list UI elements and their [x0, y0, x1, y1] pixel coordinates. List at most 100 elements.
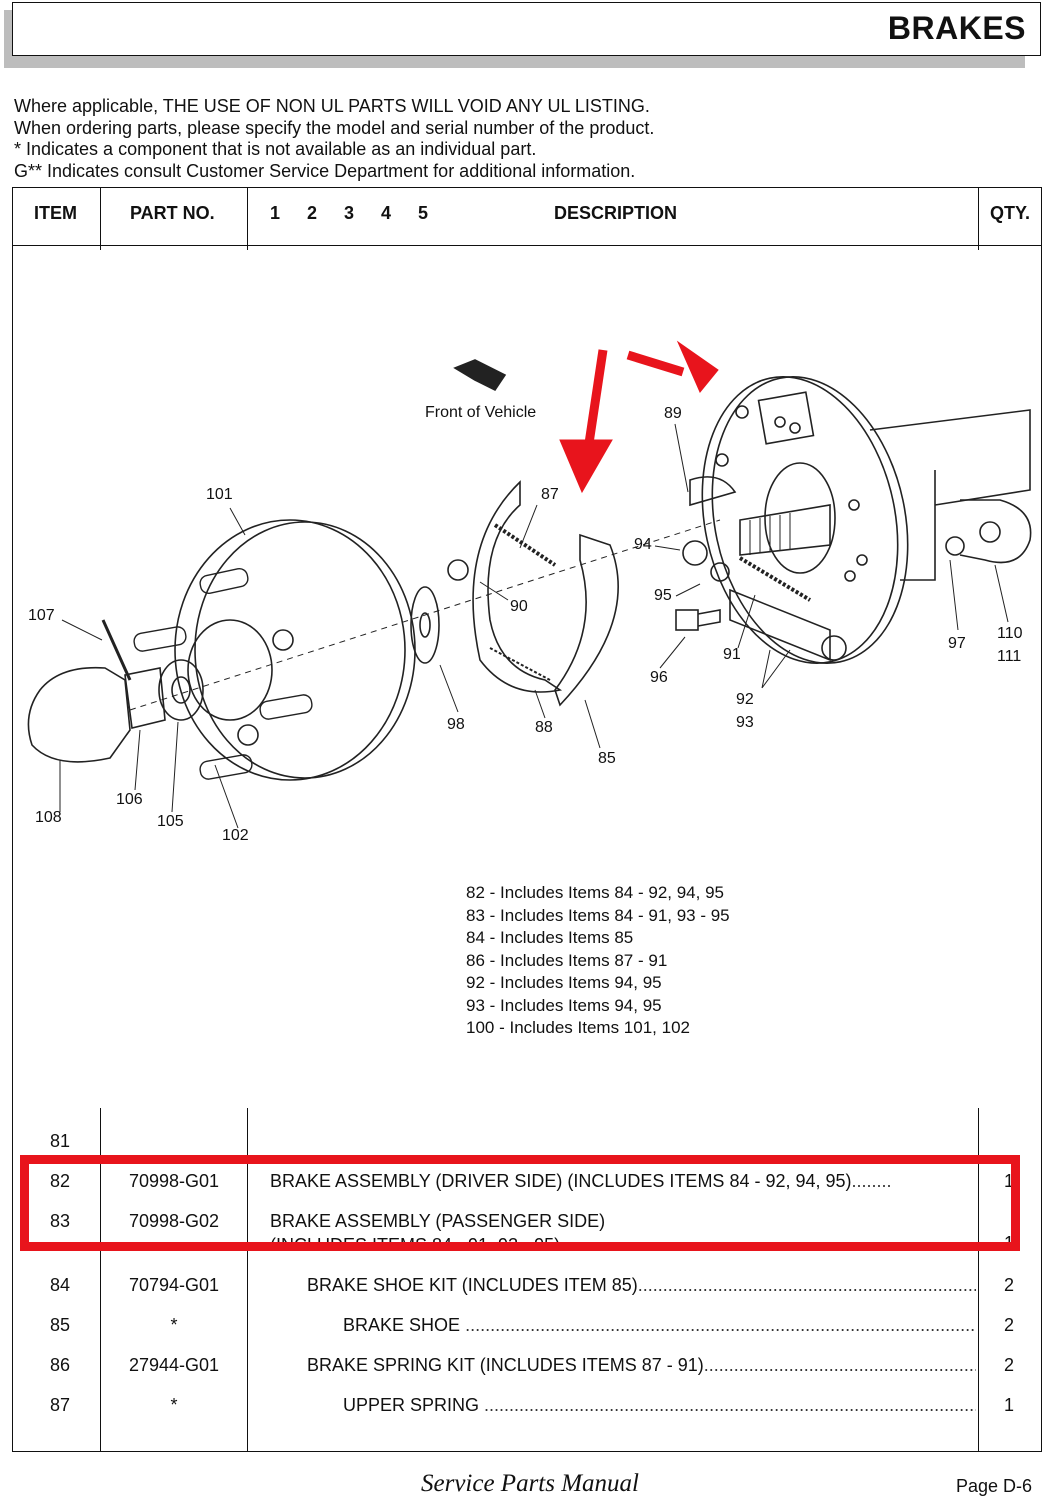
row-qty: 1	[1004, 1171, 1015, 1191]
callout-98: 98	[447, 716, 465, 733]
includes-82: 82 - Includes Items 84 - 92, 94, 95	[466, 883, 724, 902]
col-divider-item	[100, 187, 101, 252]
row-qty: 1	[1004, 1233, 1015, 1247]
note-ul: Where applicable, THE USE OF NON UL PART…	[14, 96, 650, 116]
header-model-4: 4	[381, 203, 392, 223]
page-title: BRAKES	[887, 10, 1026, 46]
notes: Where applicable, THE USE OF NON UL PART…	[14, 96, 654, 182]
callout-105: 105	[157, 813, 184, 830]
adjuster-window	[757, 391, 815, 445]
row-part-no: 27944-G01	[128, 1355, 220, 1375]
col-divider-desc-lower	[978, 1108, 979, 1452]
col-divider-item-lower	[100, 1108, 101, 1452]
includes-92: 92 - Includes Items 94, 95	[466, 973, 662, 992]
table-row: 81	[0, 1131, 1046, 1161]
row-qty: 1	[1004, 1395, 1015, 1415]
table-row: 84 70794-G01 BRAKE SHOE KIT (INCLUDES IT…	[0, 1275, 1046, 1305]
header-model-5: 5	[418, 203, 429, 223]
lower-spring-88	[489, 647, 551, 681]
header-model-2: 2	[307, 203, 318, 223]
row-qty: 2	[1004, 1275, 1015, 1295]
header-divider	[12, 245, 1042, 246]
exploded-diagram: Front of Vehicle 89 87 101 107 90 94 95 …	[14, 250, 1040, 1105]
axle-housing	[869, 409, 1031, 506]
front-of-vehicle-label: Front of Vehicle	[425, 404, 537, 421]
grease-cap-108	[27, 666, 131, 763]
front-arrow	[453, 359, 507, 392]
row-part-no: *	[170, 1315, 178, 1335]
upper-spring-87	[493, 523, 557, 567]
row-description: BRAKE SHOE KIT (INCLUDES ITEM 85).......…	[307, 1275, 976, 1295]
includes-100: 100 - Includes Items 101, 102	[466, 1018, 690, 1037]
washer-95	[710, 562, 730, 582]
table-row: 86 27944-G01 BRAKE SPRING KIT (INCLUDES …	[0, 1355, 1046, 1385]
includes-83: 83 - Includes Items 84 - 91, 93 - 95	[466, 905, 730, 925]
callout-96: 96	[650, 669, 668, 686]
callout-97: 97	[948, 635, 966, 652]
nut-97	[945, 536, 965, 556]
axis-line	[129, 519, 721, 711]
callout-91: 91	[723, 646, 741, 663]
row-item: 86	[50, 1355, 71, 1375]
axle-bracket	[959, 499, 1032, 564]
col-divider-part-lower	[247, 1108, 248, 1452]
callout-90: 90	[510, 598, 528, 615]
backing-plate	[701, 375, 899, 665]
brake-shoe-85	[554, 533, 619, 707]
callout-88: 88	[535, 719, 553, 736]
brake-drum-101	[174, 519, 406, 781]
brake-diagram	[27, 340, 1032, 829]
includes-93: 93 - Includes Items 94, 95	[466, 995, 662, 1015]
callout-102: 102	[222, 827, 249, 844]
footer-title: Service Parts Manual	[421, 1470, 640, 1497]
brake-shoe-left	[472, 480, 563, 693]
row-part-no: 70794-G01	[128, 1275, 220, 1295]
callout-107: 107	[28, 607, 55, 624]
row-part-no: 70998-G02	[128, 1211, 220, 1231]
row-item: 82	[50, 1171, 71, 1191]
page-number: Page D-6	[956, 1476, 1033, 1496]
highlight-box	[20, 1155, 1020, 1251]
includes-86: 86 - Includes Items 87 - 91	[466, 950, 668, 970]
table-row: 82 70998-G01 BRAKE ASSEMBLY (DRIVER SIDE…	[0, 1171, 1046, 1201]
parts-table	[12, 187, 1042, 1452]
row-description: BRAKE SHOE .............................…	[343, 1315, 976, 1335]
row-description: BRAKE SPRING KIT (INCLUDES ITEMS 87 - 91…	[307, 1355, 976, 1375]
callout-93: 93	[736, 714, 754, 731]
table-row: 87 * UPPER SPRING ......................…	[0, 1395, 1046, 1425]
hold-down-90	[447, 559, 469, 581]
callout-95: 95	[654, 587, 672, 604]
includes-84: 84 - Includes Items 85	[466, 928, 634, 947]
callout-87: 87	[541, 486, 559, 503]
callout-111: 111	[997, 648, 1022, 665]
callout-101: 101	[206, 486, 233, 503]
castle-nut-106	[124, 667, 166, 729]
header-model-3: 3	[344, 203, 355, 223]
header-item: ITEM	[34, 203, 77, 223]
row-item: 81	[50, 1131, 71, 1151]
header-part-no: PART NO.	[130, 203, 215, 223]
gear-94	[682, 540, 708, 566]
header-model-1: 1	[270, 203, 281, 223]
row-part-no: 70998-G01	[128, 1171, 220, 1191]
callout-106: 106	[116, 791, 143, 808]
note-asterisk: * Indicates a component that is not avai…	[14, 139, 537, 159]
splined-shaft	[739, 504, 831, 556]
washer-105	[158, 659, 204, 721]
col-divider-desc	[978, 187, 979, 252]
row-qty: 2	[1004, 1355, 1015, 1375]
col-divider-part	[247, 187, 248, 252]
row-item: 84	[50, 1275, 71, 1295]
row-item: 85	[50, 1315, 71, 1335]
note-gstar: G** Indicates consult Customer Service D…	[14, 160, 636, 181]
includes-list: 82 - Includes Items 84 - 92, 94, 95 83 -…	[466, 882, 730, 1040]
header-description: DESCRIPTION	[554, 203, 678, 223]
callout-108: 108	[35, 809, 62, 826]
row-description: UPPER SPRING ...........................…	[343, 1395, 976, 1415]
callout-89: 89	[664, 405, 682, 422]
callout-94: 94	[634, 536, 652, 553]
red-arrows	[559, 340, 719, 494]
note-ordering: When ordering parts, please specify the …	[14, 117, 655, 138]
row-description: BRAKE ASSEMBLY (DRIVER SIDE) (INCLUDES I…	[270, 1171, 892, 1191]
title-box: BRAKES	[12, 2, 1041, 56]
